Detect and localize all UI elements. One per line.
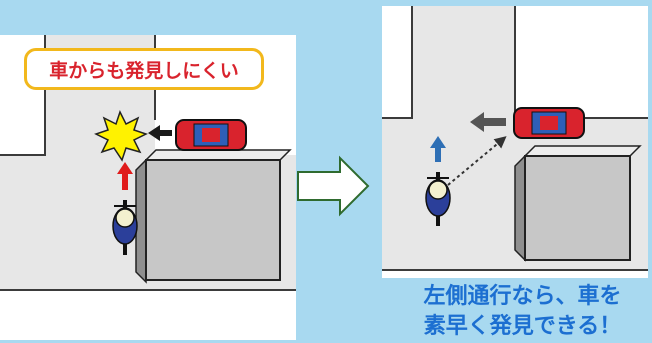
right-cyclist-icon <box>425 172 451 226</box>
right-result-caption: 左側通行なら、車を 素早く発見できる！ <box>400 282 645 342</box>
left-callout: 車からも発見しにくい <box>24 48 264 90</box>
left-building <box>135 149 292 284</box>
right-bike-arrow <box>430 136 446 162</box>
right-car-arrow <box>470 112 506 132</box>
impact-burst-icon <box>94 110 148 162</box>
result-line-2: 素早く発見できる！ <box>423 314 622 339</box>
right-car <box>513 107 585 139</box>
right-road-edge <box>382 6 413 119</box>
left-bike-arrow <box>117 162 133 190</box>
right-building <box>514 145 642 262</box>
left-car <box>175 119 247 151</box>
left-car-arrow <box>148 125 172 141</box>
left-cyclist-icon <box>112 200 138 255</box>
right-scene <box>382 6 648 278</box>
transition-arrow-icon <box>297 155 370 217</box>
callout-text: 車からも発見しにくい <box>49 59 239 82</box>
result-line-1: 左側通行なら、車を <box>423 284 622 309</box>
